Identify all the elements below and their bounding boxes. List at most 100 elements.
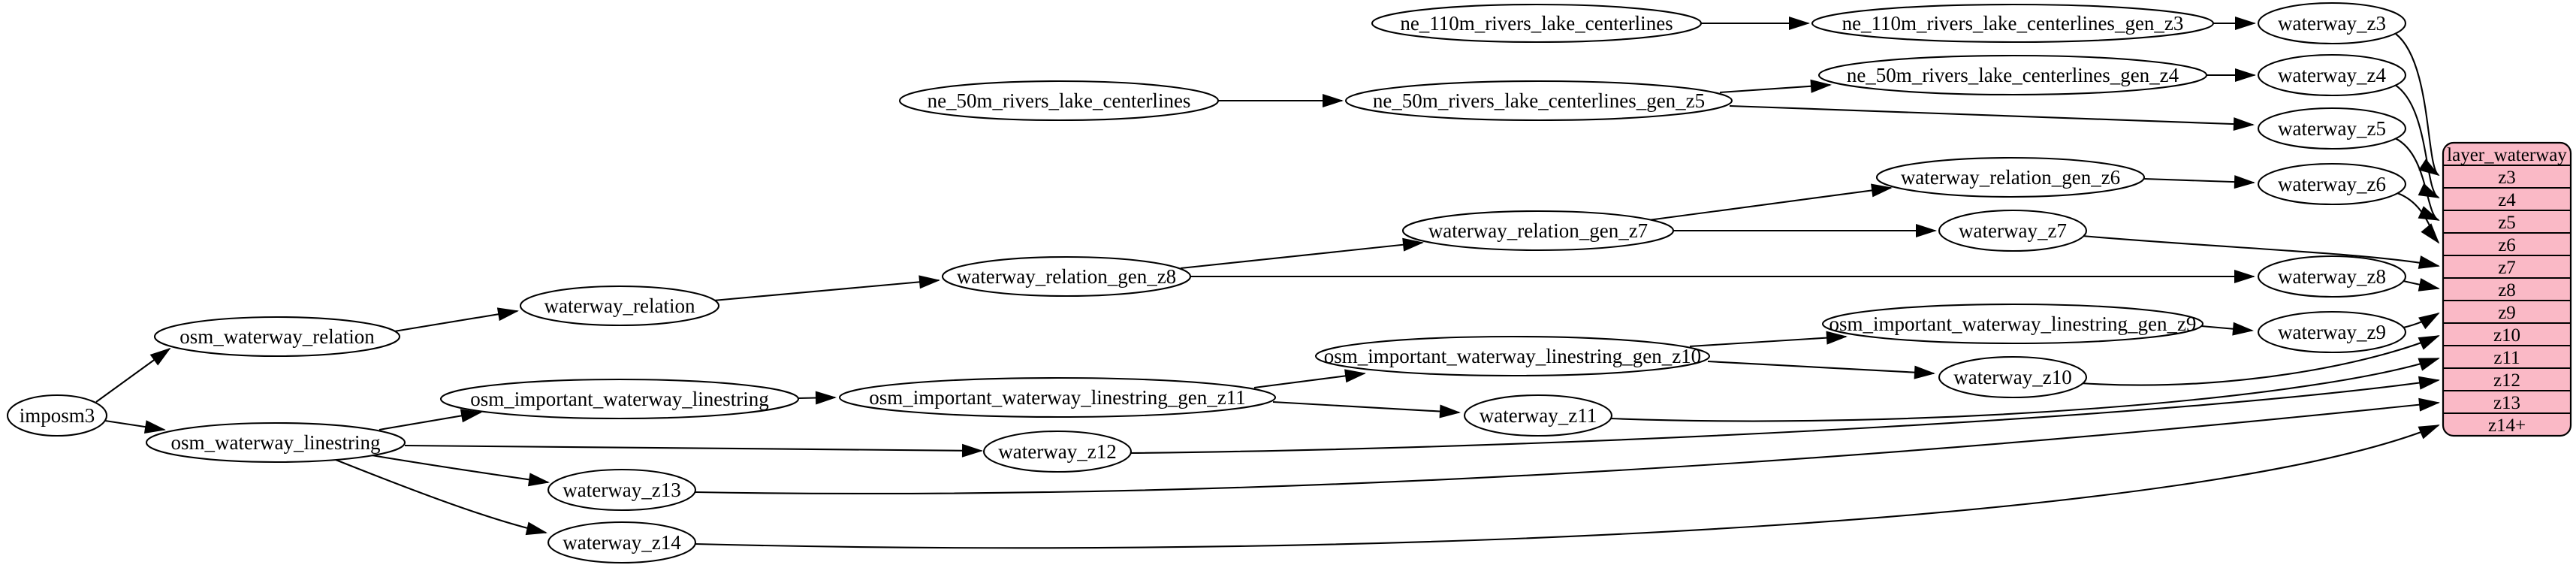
node-ellipse-osm_waterway_linestring	[145, 421, 406, 464]
node-label-osm_important_waterway_linestring_gen_z10: osm_important_waterway_linestring_gen_z1…	[1324, 345, 1701, 367]
edge-waterway_z14-to-row_z14+	[694, 425, 2440, 549]
edge-osm_waterway_linestring-to-waterway_z13	[371, 454, 550, 487]
node-label-waterway_relation_gen_z7: waterway_relation_gen_z7	[1428, 219, 1648, 242]
node-ellipse-ne_50m_rivers_lake_centerlines	[898, 80, 1220, 122]
edge-osm_important_waterway_linestring_gen_z11-to-waterway_z11	[1272, 400, 1461, 418]
node-ne_50m_rivers_lake_centerlines_gen_z5: ne_50m_rivers_lake_centerlines_gen_z5	[1344, 80, 1733, 122]
table-row-z7: z7	[2498, 258, 2516, 278]
node-ellipse-waterway_z8	[2257, 255, 2407, 298]
node-label-imposm3: imposm3	[20, 404, 95, 427]
node-label-osm_waterway_linestring: osm_waterway_linestring	[171, 431, 381, 454]
edge-imposm3-to-osm_waterway_relation	[95, 347, 171, 403]
node-label-waterway_z3: waterway_z3	[2278, 12, 2386, 35]
node-waterway_relation: waterway_relation	[519, 285, 720, 327]
edge-ne_50m_rivers_lake_centerlines_gen_z5-to-waterway_z5	[1729, 104, 2255, 131]
node-ellipse-osm_waterway_relation	[153, 316, 401, 358]
table-row-z4: z4	[2498, 190, 2516, 210]
nodes-layer: imposm3osm_waterway_relationosm_waterway…	[6, 2, 2407, 564]
edge-osm_waterway_linestring-to-waterway_z14	[335, 459, 547, 536]
table-row-z10: z10	[2493, 325, 2520, 346]
node-label-ne_110m_rivers_lake_centerlines: ne_110m_rivers_lake_centerlines	[1400, 12, 1673, 35]
node-ne_50m_rivers_lake_centerlines: ne_50m_rivers_lake_centerlines	[898, 80, 1220, 122]
node-label-waterway_z9: waterway_z9	[2278, 321, 2386, 343]
table-row-z13: z13	[2493, 393, 2520, 413]
node-ellipse-osm_important_waterway_linestring	[439, 378, 800, 420]
node-ellipse-waterway_z10	[1938, 355, 2088, 399]
node-ellipse-waterway_z3	[2257, 2, 2407, 45]
table-row-z3: z3	[2498, 168, 2516, 188]
edge-waterway_z5-to-row_z5	[2394, 137, 2440, 221]
table-title: layer_waterway	[2447, 145, 2567, 165]
node-ne_50m_rivers_lake_centerlines_gen_z4: ne_50m_rivers_lake_centerlines_gen_z4	[1817, 54, 2208, 96]
edge-waterway_z13-to-row_z13	[694, 397, 2440, 495]
edges-layer	[95, 17, 2440, 549]
table-row-z8: z8	[2498, 280, 2516, 301]
node-ellipse-imposm3	[6, 394, 108, 437]
node-label-waterway_z7: waterway_z7	[1959, 219, 2067, 242]
table-row-z14+: z14+	[2488, 415, 2526, 436]
edge-osm_important_waterway_linestring_gen_z11-to-osm_important_waterway_linestring_gen_z10	[1253, 369, 1366, 389]
node-ellipse-ne_50m_rivers_lake_centerlines_gen_z4	[1817, 54, 2208, 96]
node-ellipse-ne_110m_rivers_lake_centerlines	[1371, 3, 1703, 44]
edge-osm_important_waterway_linestring_gen_z10-to-osm_important_waterway_linestring_gen_z9	[1689, 331, 1848, 348]
node-label-waterway_z12: waterway_z12	[998, 440, 1116, 463]
edge-waterway_z6-to-row_z6	[2397, 192, 2440, 244]
table-row-z11: z11	[2493, 348, 2520, 368]
node-osm_important_waterway_linestring: osm_important_waterway_linestring	[439, 378, 800, 420]
layer-waterway-table	[2442, 141, 2572, 437]
node-waterway_z4: waterway_z4	[2257, 53, 2407, 97]
table-row-z5: z5	[2498, 213, 2516, 233]
table-row-z6: z6	[2498, 235, 2516, 255]
node-ellipse-waterway_relation_gen_z8	[941, 255, 1192, 298]
node-ellipse-waterway_relation_gen_z7	[1401, 210, 1675, 252]
node-ellipse-waterway_relation_gen_z6	[1875, 156, 2146, 198]
edge-waterway_relation_gen_z6-to-waterway_z6	[2143, 175, 2255, 189]
node-imposm3: imposm3	[6, 394, 108, 437]
node-waterway_z11: waterway_z11	[1463, 394, 1613, 437]
node-waterway_z8: waterway_z8	[2257, 255, 2407, 298]
node-waterway_z7: waterway_z7	[1938, 209, 2088, 252]
node-waterway_relation_gen_z6: waterway_relation_gen_z6	[1875, 156, 2146, 198]
node-ellipse-waterway_z11	[1463, 394, 1613, 437]
node-waterway_relation_gen_z7: waterway_relation_gen_z7	[1401, 210, 1675, 252]
node-osm_important_waterway_linestring_gen_z11: osm_important_waterway_linestring_gen_z1…	[838, 376, 1277, 418]
node-label-waterway_relation_gen_z6: waterway_relation_gen_z6	[1901, 166, 2120, 189]
table-row-z12: z12	[2493, 370, 2520, 391]
node-ellipse-waterway_z4	[2257, 53, 2407, 97]
node-ellipse-waterway_z6	[2257, 162, 2407, 206]
node-ellipse-osm_important_waterway_linestring_gen_z10	[1314, 335, 1711, 377]
node-label-waterway_relation_gen_z8: waterway_relation_gen_z8	[957, 265, 1176, 288]
edge-waterway_z4-to-row_z4	[2394, 84, 2440, 198]
edge-waterway_z12-to-row_z12	[1130, 376, 2440, 455]
node-label-waterway_z14: waterway_z14	[563, 531, 681, 554]
edge-osm_waterway_relation-to-waterway_relation	[394, 307, 519, 333]
edge-waterway_z7-to-row_z7	[2081, 234, 2440, 269]
edge-osm_important_waterway_linestring_gen_z9-to-waterway_z9	[2200, 322, 2254, 336]
node-ellipse-osm_important_waterway_linestring_gen_z11	[838, 376, 1277, 418]
node-label-waterway_z8: waterway_z8	[2278, 265, 2386, 288]
edge-osm_waterway_linestring-to-waterway_z12	[404, 443, 983, 458]
node-ellipse-waterway_z13	[547, 468, 697, 512]
edge-osm_waterway_linestring-to-osm_important_waterway_linestring	[379, 409, 482, 431]
node-waterway_z6: waterway_z6	[2257, 162, 2407, 206]
node-ellipse-waterway_z7	[1938, 209, 2088, 252]
node-label-osm_important_waterway_linestring_gen_z9: osm_important_waterway_linestring_gen_z9	[1829, 313, 2197, 335]
edge-waterway_z3-to-row_z3	[2395, 33, 2440, 177]
node-label-ne_110m_rivers_lake_centerlines_gen_z3: ne_110m_rivers_lake_centerlines_gen_z3	[1842, 12, 2184, 35]
node-waterway_z9: waterway_z9	[2257, 310, 2407, 354]
node-waterway_z14: waterway_z14	[547, 521, 697, 564]
node-label-ne_50m_rivers_lake_centerlines_gen_z5: ne_50m_rivers_lake_centerlines_gen_z5	[1373, 89, 1705, 112]
node-waterway_relation_gen_z8: waterway_relation_gen_z8	[941, 255, 1192, 298]
node-label-waterway_z6: waterway_z6	[2278, 173, 2386, 195]
node-label-waterway_z10: waterway_z10	[1953, 366, 2071, 388]
node-ellipse-ne_50m_rivers_lake_centerlines_gen_z5	[1344, 80, 1733, 122]
edge-osm_important_waterway_linestring-to-osm_important_waterway_linestring_gen_z11	[798, 391, 837, 405]
node-ne_110m_rivers_lake_centerlines: ne_110m_rivers_lake_centerlines	[1371, 3, 1703, 44]
node-ellipse-waterway_z14	[547, 521, 697, 564]
edge-osm_important_waterway_linestring_gen_z10-to-waterway_z10	[1707, 360, 1935, 379]
node-waterway_z13: waterway_z13	[547, 468, 697, 512]
node-ellipse-waterway_z9	[2257, 310, 2407, 354]
node-label-waterway_z4: waterway_z4	[2278, 64, 2386, 86]
edge-waterway_z11-to-row_z11	[1609, 358, 2440, 422]
node-ne_110m_rivers_lake_centerlines_gen_z3: ne_110m_rivers_lake_centerlines_gen_z3	[1811, 3, 2215, 44]
